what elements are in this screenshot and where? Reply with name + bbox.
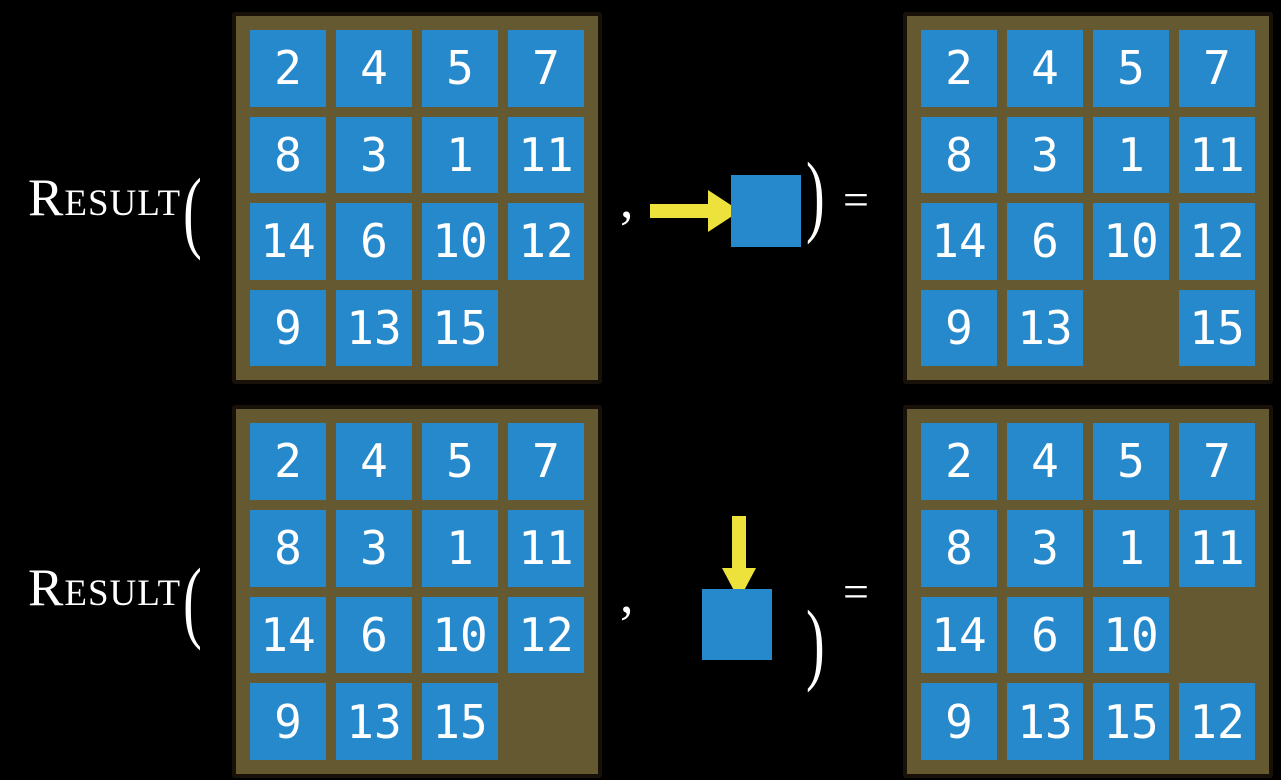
tile-1: 1 [422, 116, 498, 193]
tile-10: 10 [1093, 596, 1169, 674]
tile-2: 2 [921, 30, 997, 107]
tile-14: 14 [250, 596, 326, 674]
equals-sign: = [843, 566, 869, 617]
tile-6: 6 [1007, 596, 1083, 674]
tile-13: 13 [1007, 683, 1083, 760]
empty-cell [508, 290, 584, 367]
move-right-action [650, 190, 740, 232]
tile-5: 5 [1093, 423, 1169, 500]
tile-5: 5 [422, 423, 498, 500]
open-paren-icon: ( [183, 161, 202, 262]
tile-9: 9 [250, 289, 326, 366]
equals-sign: = [843, 174, 869, 225]
tile-5: 5 [1093, 30, 1169, 107]
tile-15: 15 [1179, 289, 1255, 366]
tile-13: 13 [1007, 289, 1083, 366]
tile-7: 7 [508, 423, 584, 500]
tile-12: 12 [508, 203, 584, 280]
tile-9: 9 [250, 683, 326, 760]
tile-12: 12 [508, 596, 584, 674]
tile-3: 3 [336, 509, 412, 587]
tile-11: 11 [1179, 509, 1255, 587]
tile-1: 1 [422, 509, 498, 587]
tile-13: 13 [336, 289, 412, 366]
function-label: Result( [28, 540, 202, 647]
tile-10: 10 [1093, 203, 1169, 280]
arrow-right-icon [650, 190, 740, 232]
tile-6: 6 [336, 596, 412, 674]
tile-11: 11 [1179, 116, 1255, 193]
tile-2: 2 [921, 423, 997, 500]
tile-8: 8 [250, 509, 326, 587]
tile-3: 3 [336, 116, 412, 193]
tile-2: 2 [250, 423, 326, 500]
tile-12: 12 [1179, 683, 1255, 760]
tile-8: 8 [921, 116, 997, 193]
tile-4: 4 [336, 30, 412, 107]
action-tile [731, 175, 801, 247]
tile-5: 5 [422, 30, 498, 107]
tile-15: 15 [1093, 683, 1169, 760]
action-tile [702, 589, 772, 660]
tile-15: 15 [422, 289, 498, 366]
tile-4: 4 [1007, 30, 1083, 107]
tile-12: 12 [1179, 203, 1255, 280]
tile-13: 13 [336, 683, 412, 760]
tile-3: 3 [1007, 116, 1083, 193]
tile-7: 7 [508, 30, 584, 107]
tile-10: 10 [422, 203, 498, 280]
tile-4: 4 [336, 423, 412, 500]
tile-1: 1 [1093, 509, 1169, 587]
empty-cell [1179, 597, 1255, 674]
arrow-down-icon [722, 516, 756, 600]
tile-6: 6 [1007, 203, 1083, 280]
tile-4: 4 [1007, 423, 1083, 500]
comma: , [620, 169, 634, 229]
tile-15: 15 [422, 683, 498, 760]
function-label: Result( [28, 150, 202, 257]
function-name: Result [28, 168, 182, 227]
tile-2: 2 [250, 30, 326, 107]
close-paren-icon: ) [806, 593, 825, 695]
function-name: Result [28, 558, 182, 617]
tile-14: 14 [921, 596, 997, 674]
tile-3: 3 [1007, 509, 1083, 587]
empty-cell [508, 683, 584, 760]
tile-9: 9 [921, 289, 997, 366]
tile-10: 10 [422, 596, 498, 674]
open-paren-icon: ( [183, 551, 202, 652]
tile-7: 7 [1179, 423, 1255, 500]
close-paren-icon: ) [806, 145, 825, 247]
tile-9: 9 [921, 683, 997, 760]
empty-cell [1093, 290, 1169, 367]
tile-8: 8 [250, 116, 326, 193]
tile-14: 14 [921, 203, 997, 280]
tile-7: 7 [1179, 30, 1255, 107]
tile-14: 14 [250, 203, 326, 280]
tile-11: 11 [508, 509, 584, 587]
comma: , [620, 564, 634, 624]
tile-1: 1 [1093, 116, 1169, 193]
tile-8: 8 [921, 509, 997, 587]
tile-6: 6 [336, 203, 412, 280]
tile-11: 11 [508, 116, 584, 193]
move-down-action [722, 516, 756, 600]
